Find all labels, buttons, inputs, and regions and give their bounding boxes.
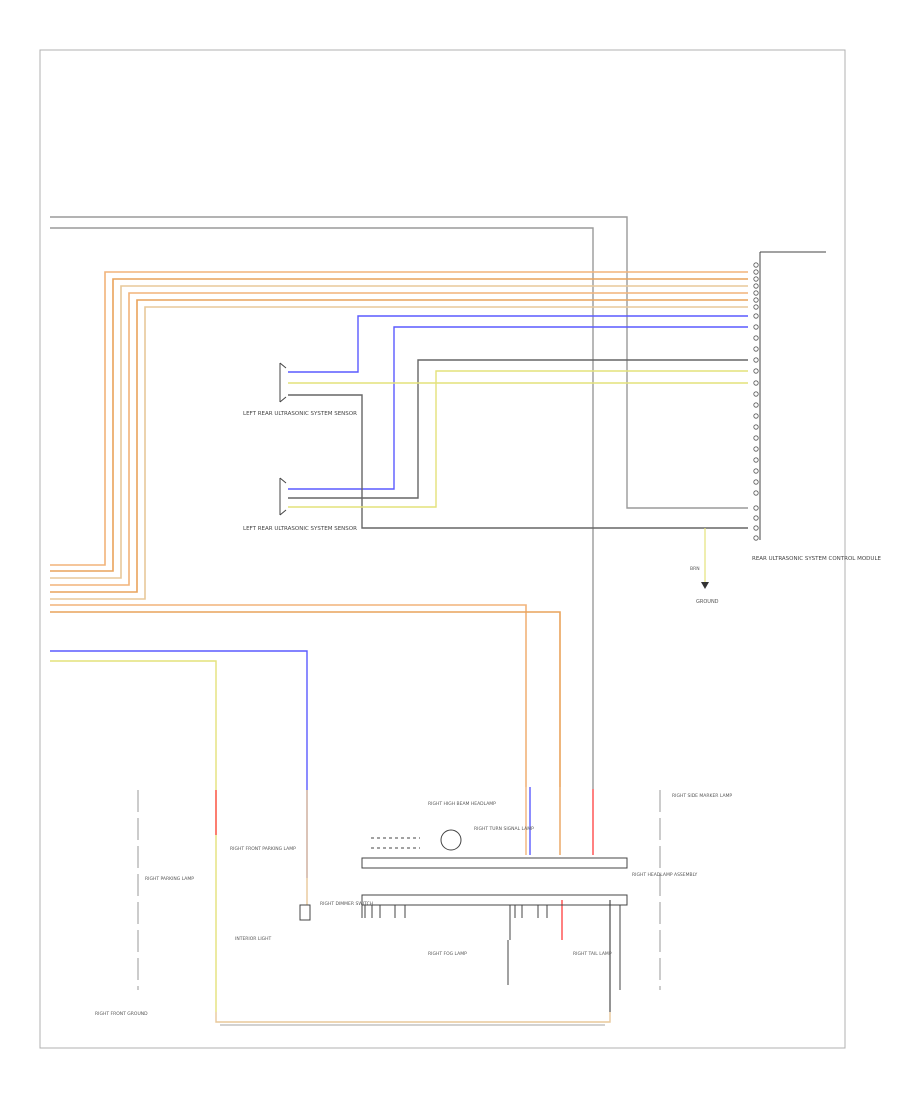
right-side-marker-label: RIGHT SIDE MARKER LAMP — [672, 793, 732, 799]
interior-label: INTERIOR LIGHT — [235, 936, 272, 942]
top-gray-wires — [50, 216, 748, 789]
orange-bus — [50, 271, 748, 787]
left-rear-sensor-upper-label: LEFT REAR ULTRASONIC SYSTEM SENSOR — [243, 411, 357, 417]
diagram-border — [39, 49, 846, 1049]
module-ground: BRN GROUND — [690, 528, 719, 605]
left-rear-sensor-upper: LEFT REAR ULTRASONIC SYSTEM SENSOR — [243, 362, 357, 417]
rear-module-connector: REAR ULTRASONIC SYSTEM CONTROL MODULE — [752, 251, 882, 562]
right-headlamp-assembly — [137, 790, 661, 990]
right-front-ground-label: RIGHT FRONT GROUND — [95, 1011, 148, 1017]
right-dimmer-lamp-label: RIGHT DIMMER SWITCH — [320, 901, 373, 907]
right-dimmer-label: RIGHT HIGH BEAM HEADLAMP — [428, 801, 496, 807]
headlamp-wiring — [215, 787, 611, 1026]
svg-text:BRN: BRN — [690, 566, 700, 572]
sensor-wires — [288, 315, 748, 529]
headlamp-labels: RIGHT HIGH BEAM HEADLAMP RIGHT TURN SIGN… — [95, 793, 732, 1017]
right-turn-label: RIGHT TURN SIGNAL LAMP — [474, 826, 534, 832]
right-headlamp-label: RIGHT HEADLAMP ASSEMBLY — [632, 872, 698, 878]
left-rear-sensor-lower: LEFT REAR ULTRASONIC SYSTEM SENSOR — [243, 477, 357, 532]
lower-left-wires — [50, 650, 308, 1012]
ground-label: GROUND — [696, 599, 719, 605]
right-front-parking-label: RIGHT FRONT PARKING LAMP — [230, 846, 296, 852]
rear-module-label: REAR ULTRASONIC SYSTEM CONTROL MODULE — [752, 556, 882, 562]
left-rear-sensor-lower-label: LEFT REAR ULTRASONIC SYSTEM SENSOR — [243, 526, 357, 532]
right-tail-label: RIGHT TAIL LAMP — [573, 951, 612, 957]
right-fog-label: RIGHT FOG LAMP — [428, 951, 467, 957]
right-parking-label: RIGHT PARKING LAMP — [145, 876, 194, 882]
